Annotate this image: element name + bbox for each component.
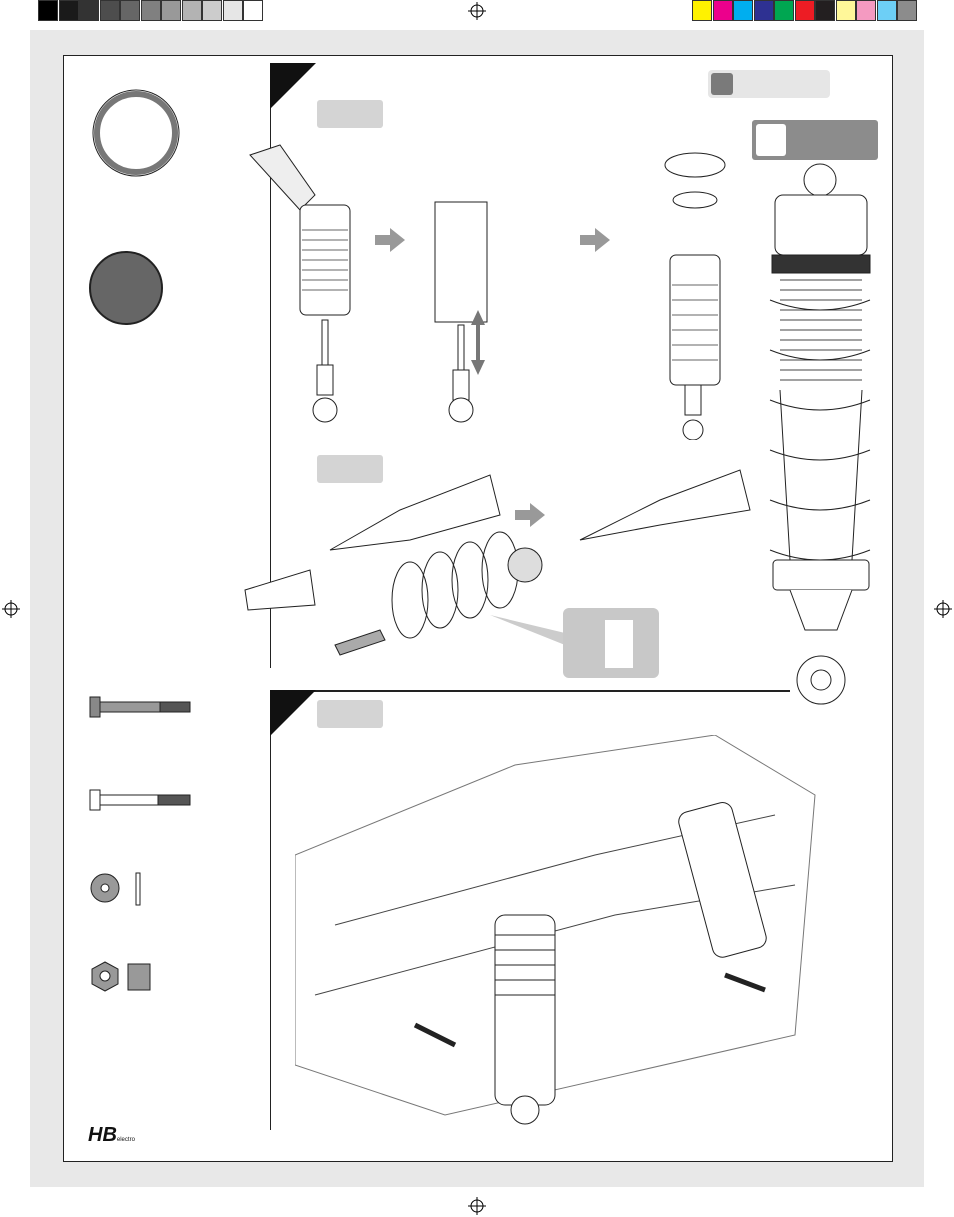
- color-swatch: [202, 0, 222, 21]
- color-swatch: [794, 0, 815, 21]
- washer-part: [90, 872, 141, 906]
- registration-mark-icon: [934, 600, 952, 618]
- color-swatch: [692, 0, 712, 21]
- color-swatch: [161, 0, 181, 21]
- color-swatch: [222, 0, 243, 21]
- callout-box: [490, 608, 659, 678]
- color-swatch: [38, 0, 58, 21]
- o-ring-part: [92, 89, 180, 177]
- substep-label-c: [317, 700, 383, 728]
- step-corner-marker: [270, 63, 316, 109]
- substep-label-a: [317, 100, 383, 128]
- color-swatch: [140, 0, 161, 21]
- color-swatch: [835, 0, 856, 21]
- color-swatch: [815, 0, 835, 21]
- color-swatch: [753, 0, 774, 21]
- diaphragm-part: [89, 251, 163, 325]
- brand-logo: HBelectro: [88, 1124, 135, 1147]
- locknut-part: [91, 961, 151, 992]
- color-swatch: [733, 0, 753, 21]
- registration-mark-icon: [468, 1197, 486, 1215]
- chassis-install-illustration: [295, 735, 816, 1125]
- spring-spec-badge: [752, 120, 878, 160]
- color-swatch: [58, 0, 79, 21]
- logo-subtext: electro: [116, 1137, 135, 1143]
- color-swatch: [712, 0, 733, 21]
- registration-mark-icon: [2, 600, 20, 618]
- color-swatch: [876, 0, 897, 21]
- color-swatch: [181, 0, 202, 21]
- substep-label-b: [317, 455, 383, 483]
- oil-spec-badge: [708, 70, 830, 98]
- shoulder-screw-gray: [89, 696, 191, 718]
- color-swatch: [120, 0, 140, 21]
- shoulder-screw-white: [89, 789, 191, 811]
- color-swatch: [856, 0, 876, 21]
- step-corner-marker: [270, 690, 316, 736]
- step-divider: [270, 690, 790, 692]
- assembled-shock-illustration: [769, 163, 871, 705]
- color-swatch: [79, 0, 99, 21]
- color-swatch: [897, 0, 917, 21]
- color-swatch: [99, 0, 120, 21]
- spring-install-illustration: [244, 469, 751, 656]
- shock-fill-illustration: [249, 144, 726, 440]
- step-divider: [270, 65, 271, 668]
- color-swatch: [774, 0, 794, 21]
- logo-text: HB: [88, 1124, 117, 1146]
- color-swatch: [243, 0, 263, 21]
- step-divider: [270, 690, 271, 1130]
- registration-mark-icon: [468, 2, 486, 20]
